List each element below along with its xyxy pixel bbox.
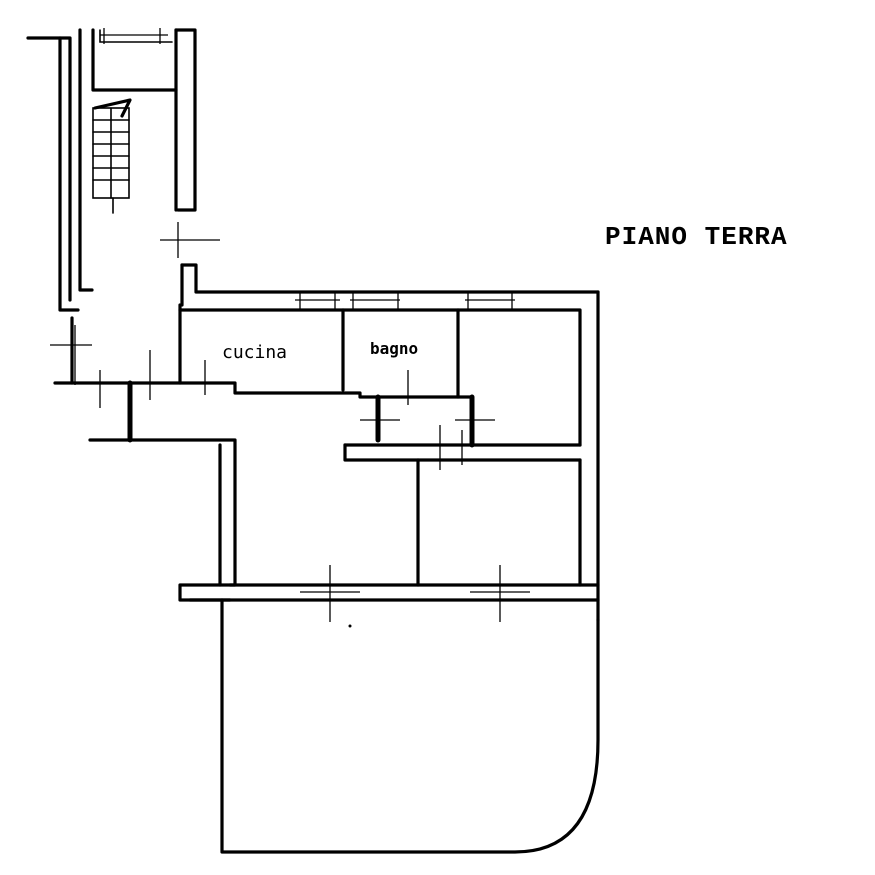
garden-outline — [220, 598, 600, 854]
bathroom-label: bagno — [370, 339, 418, 358]
tower-openings — [50, 222, 220, 385]
entry-walls — [53, 303, 474, 602]
top-rooms — [178, 290, 600, 622]
floor-title: PIANO TERRA — [605, 222, 788, 252]
kitchen-label: cucina — [222, 342, 287, 363]
corridor-walls — [343, 370, 582, 587]
staircase-tower — [26, 28, 600, 312]
south-facade — [188, 565, 600, 628]
stairs — [92, 98, 132, 214]
